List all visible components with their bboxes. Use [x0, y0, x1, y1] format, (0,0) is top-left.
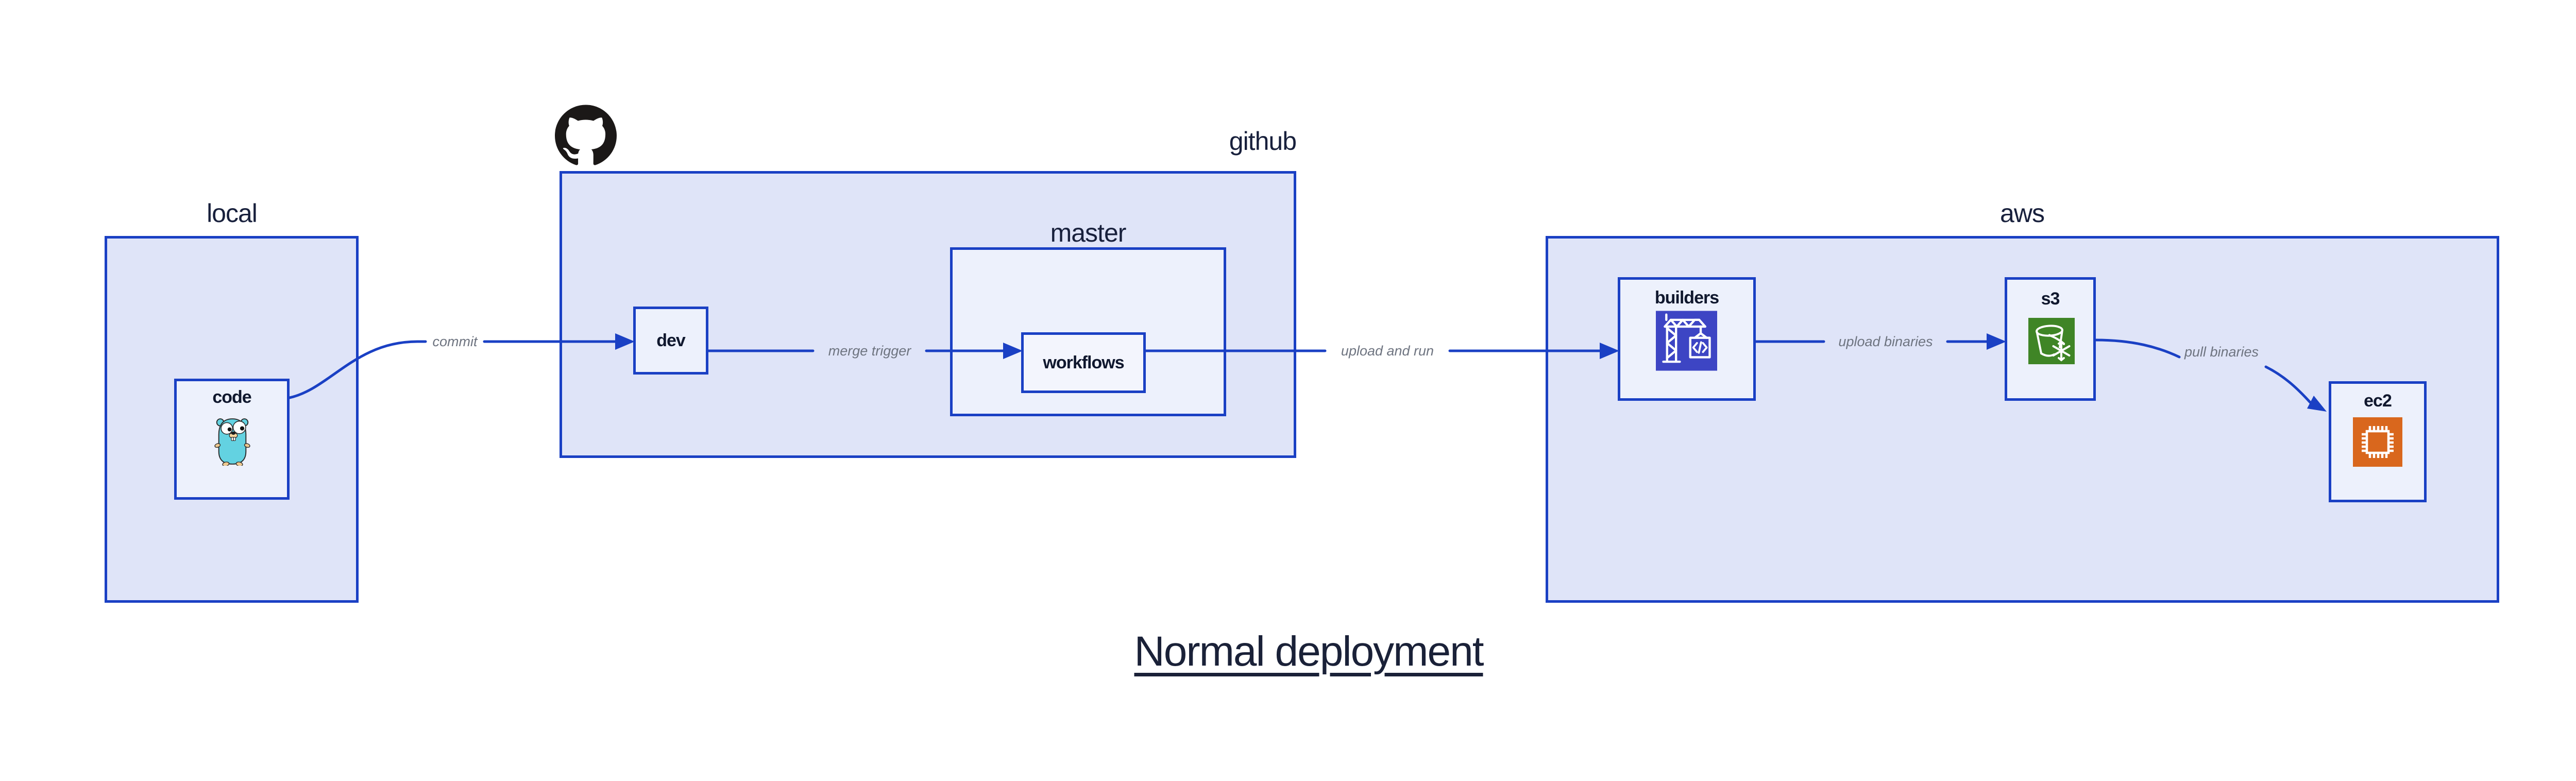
local-container-label: local — [207, 199, 258, 228]
github-octocat-icon — [555, 105, 617, 165]
arrow-label-pull-binaries: pull binaries — [2184, 344, 2259, 360]
arrow-label-upload-and-run: upload and run — [1341, 343, 1434, 359]
code-node-label: code — [212, 387, 251, 407]
aws-container-label: aws — [2000, 199, 2045, 228]
arrow-label-commit: commit — [432, 334, 478, 349]
github-container-label: github — [1229, 127, 1297, 156]
dev-node-label: dev — [656, 330, 686, 350]
builders-node-label: builders — [1654, 288, 1719, 308]
arrow-label-upload-binaries: upload binaries — [1838, 334, 1933, 349]
aws-s3-bucket-icon — [2028, 318, 2075, 364]
workflows-node: workflows — [1021, 332, 1146, 393]
workflows-node-label: workflows — [1043, 352, 1124, 372]
dev-branch-node: dev — [633, 307, 708, 375]
aws-ec2-chip-icon — [2353, 417, 2402, 467]
ec2-node-label: ec2 — [2364, 391, 2392, 411]
arrow-label-merge-trigger: merge trigger — [828, 343, 911, 359]
aws-codebuild-icon — [1656, 311, 1717, 371]
master-branch-label: master — [1050, 218, 1127, 247]
s3-node-label: s3 — [2041, 289, 2060, 309]
diagram-title: Normal deployment — [1134, 628, 1484, 675]
master-branch-box — [950, 247, 1226, 416]
go-gopher-icon — [214, 418, 250, 466]
